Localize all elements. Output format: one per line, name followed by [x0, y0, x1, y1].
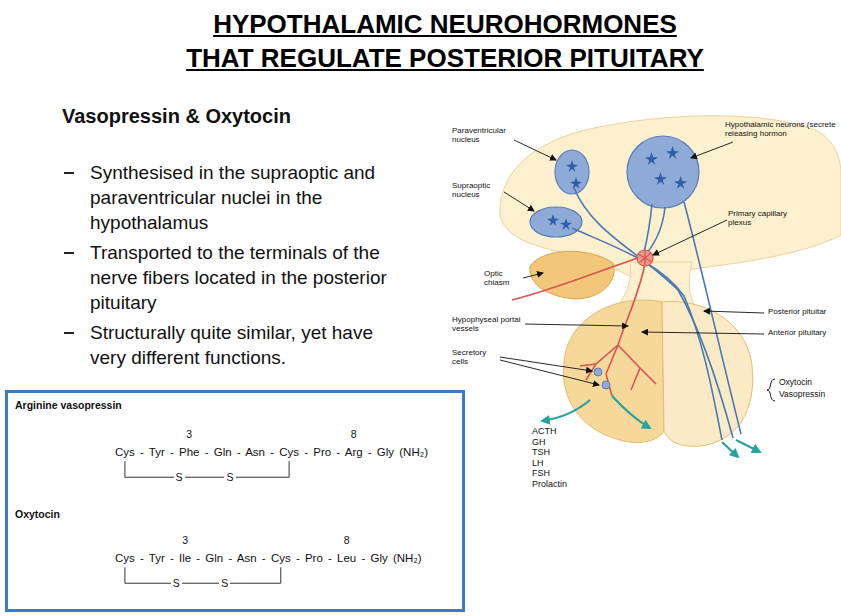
- hormone-label: FSH: [532, 469, 550, 479]
- part-label: Hypothalamic neurons (secrete releasing …: [725, 121, 838, 139]
- part-label: Optic chiasm: [484, 270, 522, 288]
- paraventricular-nucleus: [555, 150, 589, 194]
- hormone-label: GH: [532, 438, 546, 448]
- hormone-label: LH: [532, 459, 544, 469]
- axons: [572, 188, 741, 440]
- disulfide-bridge: [8, 393, 468, 615]
- supraoptic-nucleus: [530, 207, 582, 237]
- hormone-label: Vasopressin: [779, 390, 825, 399]
- capillary-plexus: [637, 250, 653, 266]
- position-number: 3: [182, 534, 188, 546]
- bullet-text: Synthesised in the supraoptic and parave…: [90, 160, 390, 235]
- part-label: Hypophyseal portal vessels: [452, 316, 522, 334]
- hypothalamic-neurons: [627, 136, 699, 208]
- peptide-name: Arginine vasopressin: [15, 399, 122, 411]
- secretory-cell: [602, 381, 610, 389]
- disulfide-sulfur: S: [171, 578, 182, 589]
- section-heading: Vasopressin & Oxytocin: [62, 104, 291, 128]
- hormone-label: Oxytocin: [779, 378, 812, 387]
- part-label: Primary capillary plexus: [728, 210, 800, 228]
- leader-lines: [500, 140, 764, 385]
- anterior-lobe: [563, 300, 664, 443]
- title: HYPOTHALAMIC NEUROHORMONES THAT REGULATE…: [140, 8, 750, 76]
- part-label: Paraventricular nucleus: [452, 127, 512, 145]
- secretory-cell: [594, 368, 602, 376]
- part-label: Anterior pituitary: [768, 329, 826, 338]
- portal-vessels: [512, 258, 656, 396]
- peptide-name: Oxytocin: [15, 508, 60, 520]
- hormone-label: ACTH: [532, 427, 557, 437]
- hormone-label: TSH: [532, 448, 550, 458]
- part-label: Secretory cells: [452, 349, 498, 367]
- disulfide-sulfur: S: [219, 578, 230, 589]
- disulfide-sulfur: S: [224, 472, 235, 483]
- bullet-text: Structurally quite similar, yet have ver…: [90, 320, 390, 370]
- hormone-label: Prolactin: [532, 480, 567, 490]
- release-arrows: [542, 396, 760, 457]
- brace: [767, 379, 775, 401]
- part-label: Supraoptic nucleus: [452, 182, 502, 200]
- bullet-text: Transported to the terminals of the nerv…: [90, 240, 390, 315]
- position-number: 3: [186, 428, 192, 440]
- sequence-box: Arginine vasopressin38Cys - Tyr - Phe - …: [5, 390, 465, 612]
- part-label: Posterior pituitar: [768, 308, 826, 317]
- disulfide-sulfur: S: [174, 472, 185, 483]
- amino-acid-sequence: Cys - Tyr - Ile - Gln - Asn - Cys - Pro …: [115, 552, 422, 565]
- position-number: 8: [351, 428, 357, 440]
- amino-acid-sequence: Cys - Tyr - Phe - Gln - Asn - Cys - Pro …: [115, 446, 428, 459]
- position-number: 8: [344, 534, 350, 546]
